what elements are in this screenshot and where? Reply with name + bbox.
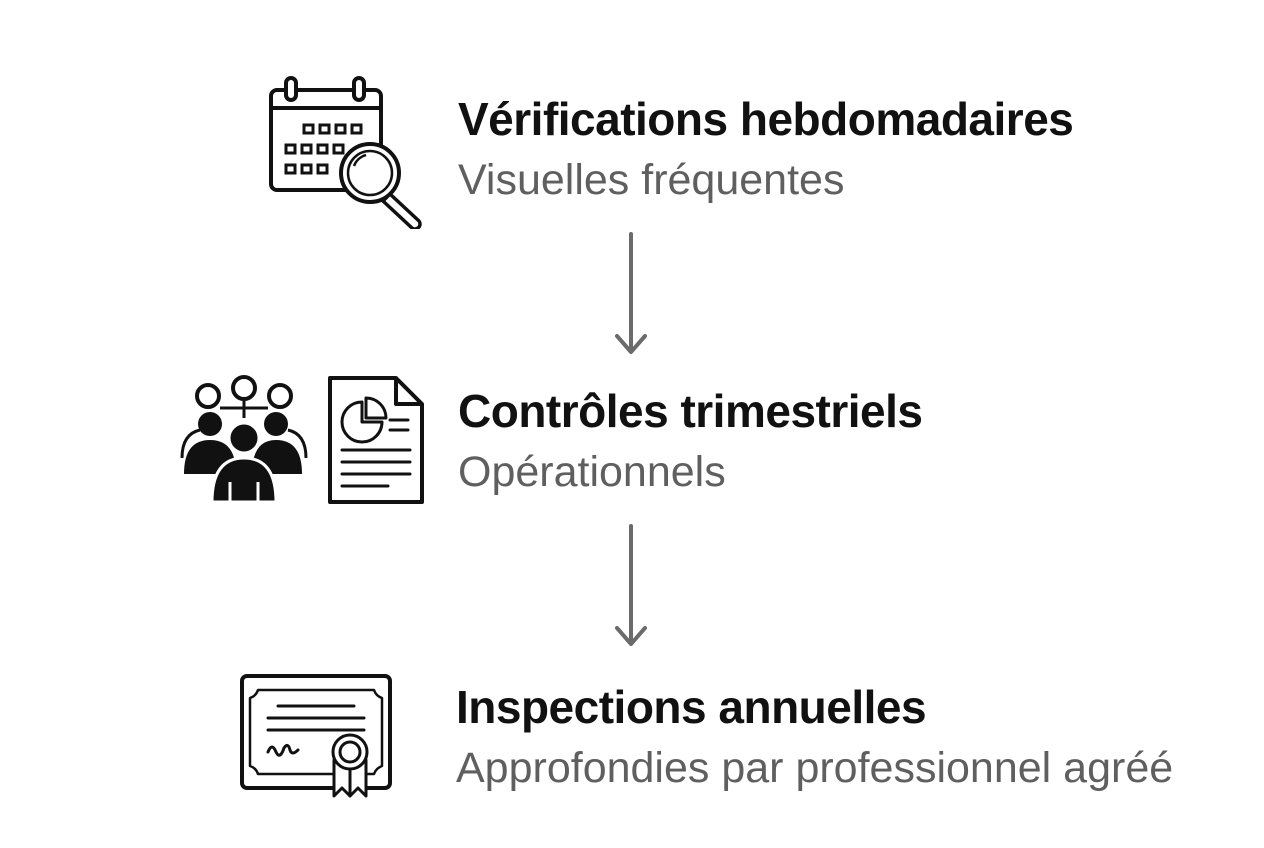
calendar-icon (269, 76, 422, 229)
step-title: Inspections annuelles (456, 681, 927, 733)
magnifier-icon (339, 142, 422, 229)
step-subtitle: Approfondies par professionnel agréé (456, 744, 1174, 792)
step-subtitle: Opérationnels (458, 448, 726, 496)
report-document-icon (328, 376, 424, 504)
step-title: Vérifications hebdomadaires (458, 93, 1074, 145)
down-arrow-icon (615, 524, 647, 646)
step-subtitle: Visuelles fréquentes (458, 156, 845, 204)
certificate-icon (240, 674, 392, 798)
step-title: Contrôles trimestriels (458, 385, 923, 437)
team-icon (180, 375, 308, 504)
down-arrow-icon (615, 232, 647, 354)
